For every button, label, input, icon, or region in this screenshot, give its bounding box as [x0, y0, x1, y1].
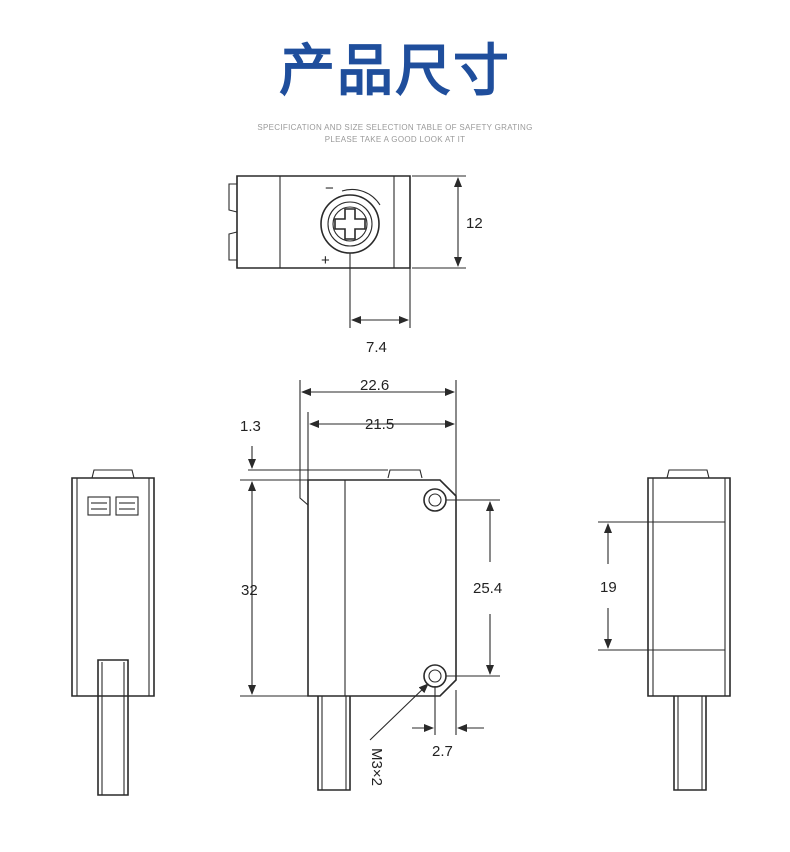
dim-overall-width: 22.6	[360, 377, 389, 394]
plus-symbol: +	[321, 252, 330, 269]
phillips-cross	[334, 208, 366, 240]
left-view	[71, 469, 155, 796]
top-view: − + 12 7.4	[228, 175, 483, 356]
dim-body-width: 21.5	[365, 416, 394, 433]
front-view: 22.6 21.5 1.3 32 25.4 2.7 M3×2	[240, 377, 502, 791]
subtitle-line-2: PLEASE TAKE A GOOD LOOK AT IT	[324, 135, 466, 144]
mount-hole-bottom	[423, 664, 447, 688]
right-view: 19	[598, 469, 731, 791]
subtitle-line-1: SPECIFICATION AND SIZE SELECTION TABLE O…	[257, 123, 533, 132]
dim-top-height: 12	[466, 215, 483, 232]
dim-step: 1.3	[240, 418, 261, 435]
dim-side-height: 19	[600, 579, 617, 596]
dim-body-height: 32	[241, 582, 258, 599]
dim-hole-edge: 2.7	[432, 743, 453, 760]
minus-symbol: −	[325, 180, 334, 197]
dim-hole-pitch: 25.4	[473, 580, 502, 597]
dim-top-offset: 7.4	[366, 339, 387, 356]
page-title: 产品尺寸	[279, 39, 511, 104]
mount-hole-top	[423, 488, 447, 512]
label-mount-holes: M3×2	[368, 748, 385, 786]
adjuster-outer-ring	[320, 194, 380, 254]
